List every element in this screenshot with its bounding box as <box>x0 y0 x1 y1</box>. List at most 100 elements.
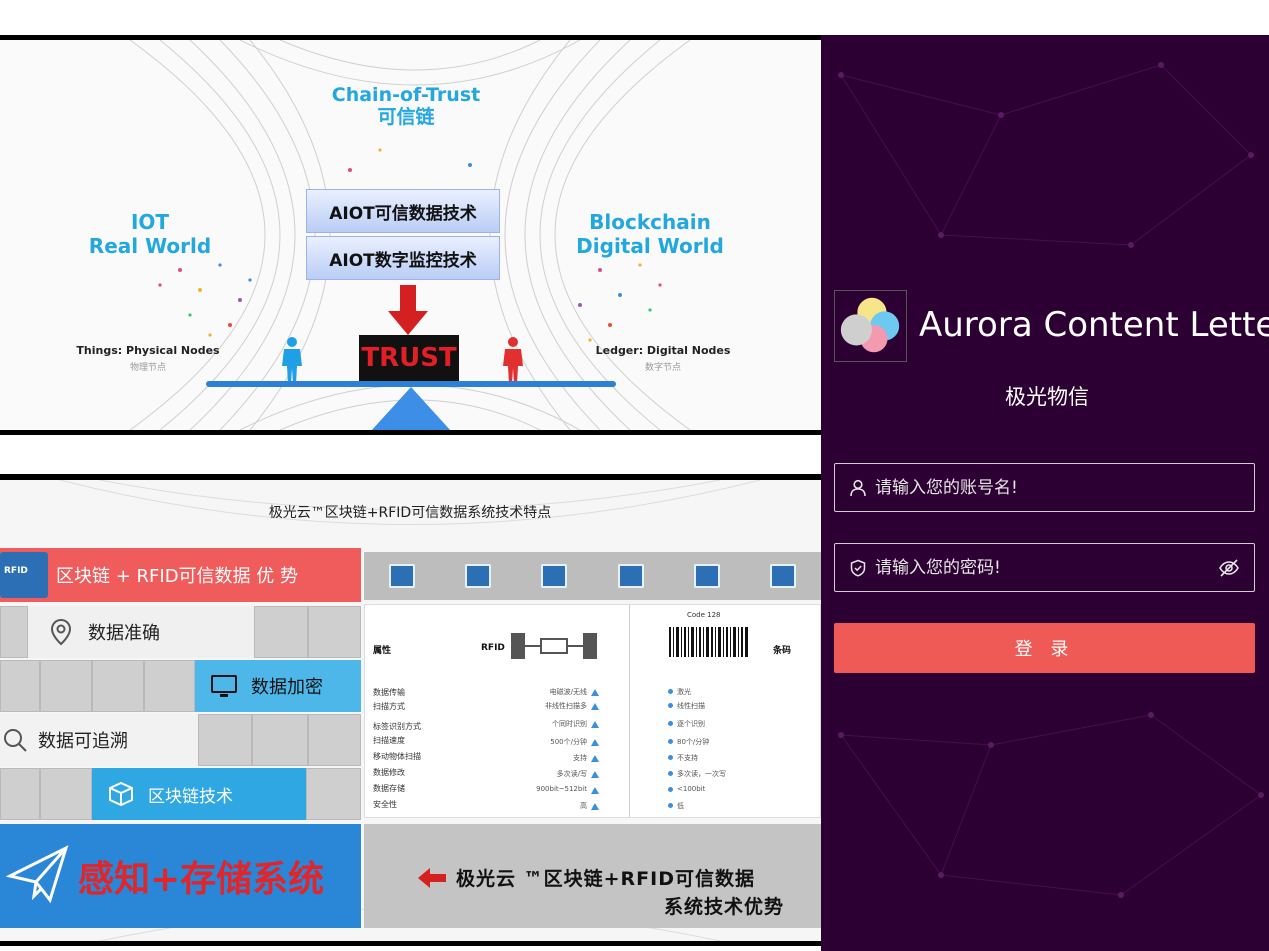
mosaic-cell <box>0 606 28 658</box>
mosaic-cell <box>40 660 92 712</box>
aiot-digital-monitor-box: AIOT数字监控技术 <box>306 236 500 280</box>
table-row-attr: 安全性 <box>373 800 397 809</box>
rfid-chip-icon <box>769 564 796 588</box>
table-row-barcode: 80个/分钟 <box>677 738 710 746</box>
mosaic-cell <box>92 660 144 712</box>
dot-marker-icon <box>668 771 673 776</box>
chain-of-trust-cn: 可信链 <box>377 106 435 128</box>
username-field <box>834 463 1255 512</box>
table-row-barcode: 线性扫描 <box>677 702 705 710</box>
username-input[interactable] <box>867 464 1254 511</box>
trust-block: TRUST <box>359 335 459 381</box>
table-row-barcode: 低 <box>677 802 684 810</box>
arrow-down-icon <box>388 285 428 335</box>
table-row-rfid: 支持 <box>573 754 587 762</box>
mosaic-cell <box>308 714 361 766</box>
mosaic-cell <box>198 714 252 766</box>
table-row-attr: 数据存储 <box>373 784 405 793</box>
person-blue-icon <box>282 337 302 384</box>
aiot-trusted-data-box: AIOT可信数据技术 <box>306 189 500 233</box>
table-row-attr: 扫描方式 <box>373 702 405 711</box>
monitor-icon <box>211 675 237 697</box>
advantage-line2: 系统技术优势 <box>664 896 785 918</box>
paper-plane-icon <box>6 845 69 904</box>
feature-blockchain-tech: 区块链技术 <box>92 768 306 820</box>
mosaic-cell <box>306 768 361 820</box>
table-header-barcode: 条码 <box>773 646 792 656</box>
barcode-title: Code 128 <box>687 611 721 619</box>
advantage-line1: 极光云 ™区块链+RFID可信数据 <box>456 868 755 890</box>
rfid-badge-icon: RFID <box>0 552 48 598</box>
table-row-barcode: 激光 <box>677 688 691 696</box>
table-row-rfid: 非线性扫描多 <box>545 702 587 710</box>
triangle-marker-icon <box>591 755 599 762</box>
feature-label: 数据可追溯 <box>38 731 128 752</box>
triangle-marker-icon <box>591 803 599 810</box>
table-row-rfid: 900bit~512bit <box>536 785 587 793</box>
rfid-tag-icon <box>511 633 597 659</box>
rfid-chip-icon <box>617 564 644 588</box>
table-divider <box>629 605 630 817</box>
rfid-chip-icon <box>693 564 720 588</box>
eye-off-icon[interactable] <box>1218 557 1240 579</box>
table-row-rfid: 500个/分钟 <box>550 738 587 746</box>
dot-marker-icon <box>668 787 673 792</box>
promo-illustration: Chain-of-Trust 可信链 IOT Real World Blockc… <box>0 35 821 946</box>
table-row-barcode: 不支持 <box>677 754 698 762</box>
iot-real-world-label: IOT Real World <box>70 210 230 258</box>
barcode-icon <box>669 627 748 657</box>
rfid-chip-icon <box>465 564 492 588</box>
dot-marker-icon <box>668 755 673 760</box>
ledger-digital-nodes-label: Ledger: Digital Nodes <box>595 344 731 357</box>
table-row-barcode: 多次读，一次写 <box>677 770 726 778</box>
dot-marker-icon <box>668 689 673 694</box>
search-icon <box>4 729 27 752</box>
mosaic-cell <box>0 660 40 712</box>
location-pin-icon <box>50 618 72 646</box>
arrow-left-icon <box>418 868 446 888</box>
feature-label: 数据准确 <box>88 623 160 644</box>
rfid-features-panel: 极光云™区块链+RFID可信数据系统技术特点 区块链 + RFID可信数据 优 … <box>0 474 821 946</box>
triangle-marker-icon <box>591 703 599 710</box>
table-row-rfid: 多次读/写 <box>556 770 587 778</box>
feature-label: 数据加密 <box>251 677 323 698</box>
table-row-attr: 数据传输 <box>373 688 405 697</box>
table-row-attr: 标签识别方式 <box>373 722 421 731</box>
features-title: 极光云™区块链+RFID可信数据系统技术特点 <box>268 505 552 521</box>
person-red-icon <box>503 337 523 384</box>
iot-label-line2: Real World <box>88 234 212 258</box>
feature-data-traceable: 数据可追溯 <box>0 714 198 766</box>
feature-header-bar: 区块链 + RFID可信数据 优 势 <box>0 548 361 602</box>
login-button[interactable]: 登 录 <box>834 623 1255 673</box>
triangle-marker-icon <box>591 787 599 794</box>
password-input[interactable] <box>867 544 1218 591</box>
feature-data-accurate: 数据准确 <box>28 606 254 658</box>
chain-of-trust-en: Chain-of-Trust <box>331 84 481 106</box>
triangle-marker-icon <box>591 721 599 728</box>
rfid-chip-icon <box>541 564 568 588</box>
ledger-digital-nodes-sub: 数字节点 <box>644 363 681 373</box>
logo-circles-icon <box>840 297 900 353</box>
triangle-marker-icon <box>591 771 599 778</box>
chain-of-trust-panel: Chain-of-Trust 可信链 IOT Real World Blockc… <box>0 35 821 435</box>
table-header-rfid: RFID <box>481 643 505 653</box>
feature-data-encrypt: 数据加密 <box>195 660 361 712</box>
feature-label: 区块链技术 <box>148 786 233 807</box>
fulcrum-triangle-icon <box>371 387 451 430</box>
rfid-vs-barcode-table: 属性 RFID 条码 Code 128 <box>364 604 821 818</box>
user-icon <box>850 479 866 496</box>
table-header-attr: 属性 <box>373 646 392 656</box>
mosaic-cell <box>0 768 40 820</box>
blockchain-digital-world-label: Blockchain Digital World <box>570 210 730 258</box>
brand-chinese-text: 极光物信 <box>1005 385 1089 409</box>
brand-logo <box>834 290 907 362</box>
dot-marker-icon <box>668 703 673 708</box>
mosaic-cell <box>40 768 92 820</box>
chip-icon-strip <box>364 552 821 600</box>
table-row-attr: 扫描速度 <box>373 736 405 745</box>
table-row-rfid: 高 <box>580 802 587 810</box>
password-field <box>834 543 1255 592</box>
dot-marker-icon <box>668 739 673 744</box>
table-row-rfid: 电磁波/无线 <box>549 688 587 696</box>
